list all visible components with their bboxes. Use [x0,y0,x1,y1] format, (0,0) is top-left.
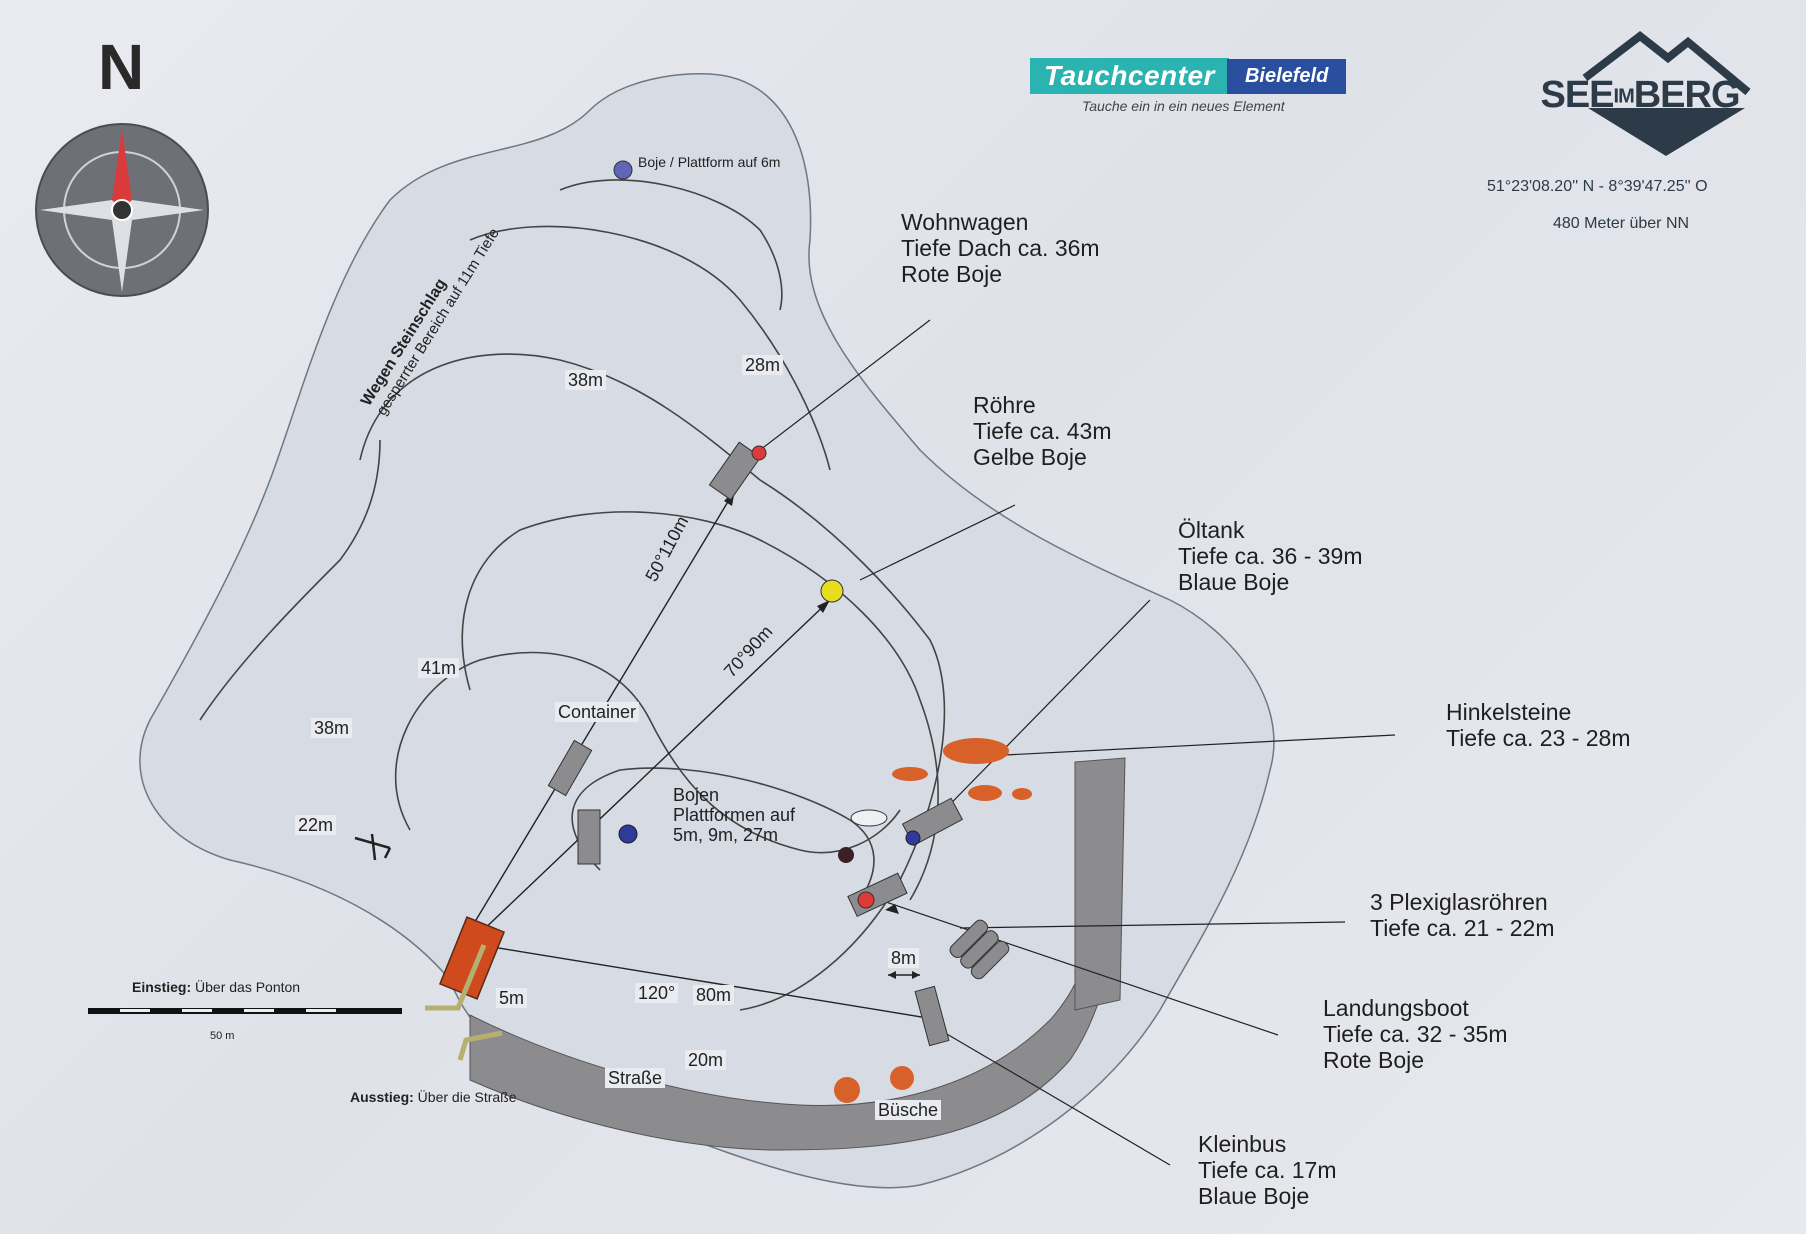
callout-rohre: Röhre Tiefe ca. 43m Gelbe Boje [973,392,1112,470]
contour-38b [394,651,901,854]
depth-38-lower: 38m [311,718,353,739]
exit-arrow [457,1030,503,1061]
depth-20: 20m [685,1050,727,1071]
entry-legend: Einstieg: Über das Ponton [132,979,301,995]
buoy-yellow-rohre [820,579,844,603]
altitude: 480 Meter über NN [1553,215,1690,232]
leader-plexiglas [959,921,1346,929]
north-label: N [98,31,145,103]
buoy-red-landungsboot [857,891,875,909]
stone-mid [968,785,1002,801]
lake-shore [139,73,1275,1189]
bojen-label: Bojen Plattformen auf 5m, 9m, 27m [673,785,796,846]
brand-tagline: Tauche ein in ein neues Element [1082,98,1285,114]
site-name: SEEIMBERG [1540,74,1740,116]
bearing-120-dist: 80m [693,985,735,1006]
stone-small [1012,788,1032,800]
leader-hinkelsteine [1004,734,1396,756]
leader-rohre [859,504,1016,581]
stone-large [943,738,1009,764]
buoy-top [613,160,633,180]
contour-28 [469,225,831,471]
depth-5: 5m [496,988,528,1009]
plexiglas-tubes [949,919,1010,980]
bush-right [890,1066,914,1090]
callout-plexiglas: 3 Plexiglasröhren Tiefe ca. 21 - 22m [1370,889,1555,941]
callout-oltank: Öltank Tiefe ca. 36 - 39m Blaue Boje [1178,517,1363,595]
dark-marker [838,847,854,863]
diver-icon [354,833,392,861]
buoy-blue-platform [618,824,638,844]
callout-wohnwagen: Wohnwagen Tiefe Dach ca. 36m Rote Boje [901,209,1100,287]
scale-label: 50 m [210,1030,235,1042]
ponton [438,916,506,1000]
buoy-top-label: Boje / Plattform auf 6m [638,154,781,170]
callout-hinkelsteine: Hinkelsteine Tiefe ca. 23 - 28m [1446,699,1631,751]
depth-28: 28m [742,355,784,376]
exit-legend: Ausstieg: Über die Straße [350,1089,517,1105]
container-marker [547,739,593,797]
bearing-line-120 [479,944,941,1021]
scale-bar [88,1008,402,1014]
coordinates: 51°23'08.20'' N - 8°39'47.25'' O [1487,178,1708,195]
road-label: Straße [605,1068,666,1089]
bearing-line-70 [477,599,831,936]
seeberg-header: SEEIMBERG [1520,30,1760,117]
brand-sub: Bielefeld [1226,59,1347,94]
callout-kleinbus: Kleinbus Tiefe ca. 17m Blaue Boje [1198,1131,1337,1209]
depth-38-upper: 38m [565,370,607,391]
wohnwagen-marker [708,441,762,501]
bushes-label: Büsche [875,1100,942,1121]
leader-wohnwagen [759,319,931,451]
container-label: Container [555,702,640,723]
buoy-red-wohnwagen [751,445,767,461]
seeberg-logo-icon [1582,30,1751,156]
depth-22: 22m [295,815,337,836]
gap-8m-label: 8m [888,948,920,969]
brand-main: Tauchcenter [1030,58,1229,94]
leader-oltank [919,599,1151,836]
arrowhead-70 [817,600,830,613]
callout-landungsboot: Landungsboot Tiefe ca. 32 - 35m Rote Boj… [1323,995,1508,1073]
contour-41 [461,511,939,901]
depth-41: 41m [418,658,460,679]
leader-landungsboot [879,899,1279,1036]
road-right-segment [1074,757,1126,1011]
kleinbus-marker [914,985,950,1047]
contour-inner [571,767,875,901]
contour-top [559,179,783,311]
buoy-blue-oltank [905,830,921,846]
stone-left [892,767,928,781]
compass-rose-icon [35,123,209,297]
contour-22 [199,439,381,721]
leader-kleinbus [939,1029,1171,1166]
bearing-120-deg: 120° [635,983,679,1004]
arrowhead-landungsboot [885,904,899,914]
bush-left [834,1077,860,1103]
ring-marker [850,809,888,827]
platform-marker [577,809,601,865]
entry-arrow [425,944,487,1011]
